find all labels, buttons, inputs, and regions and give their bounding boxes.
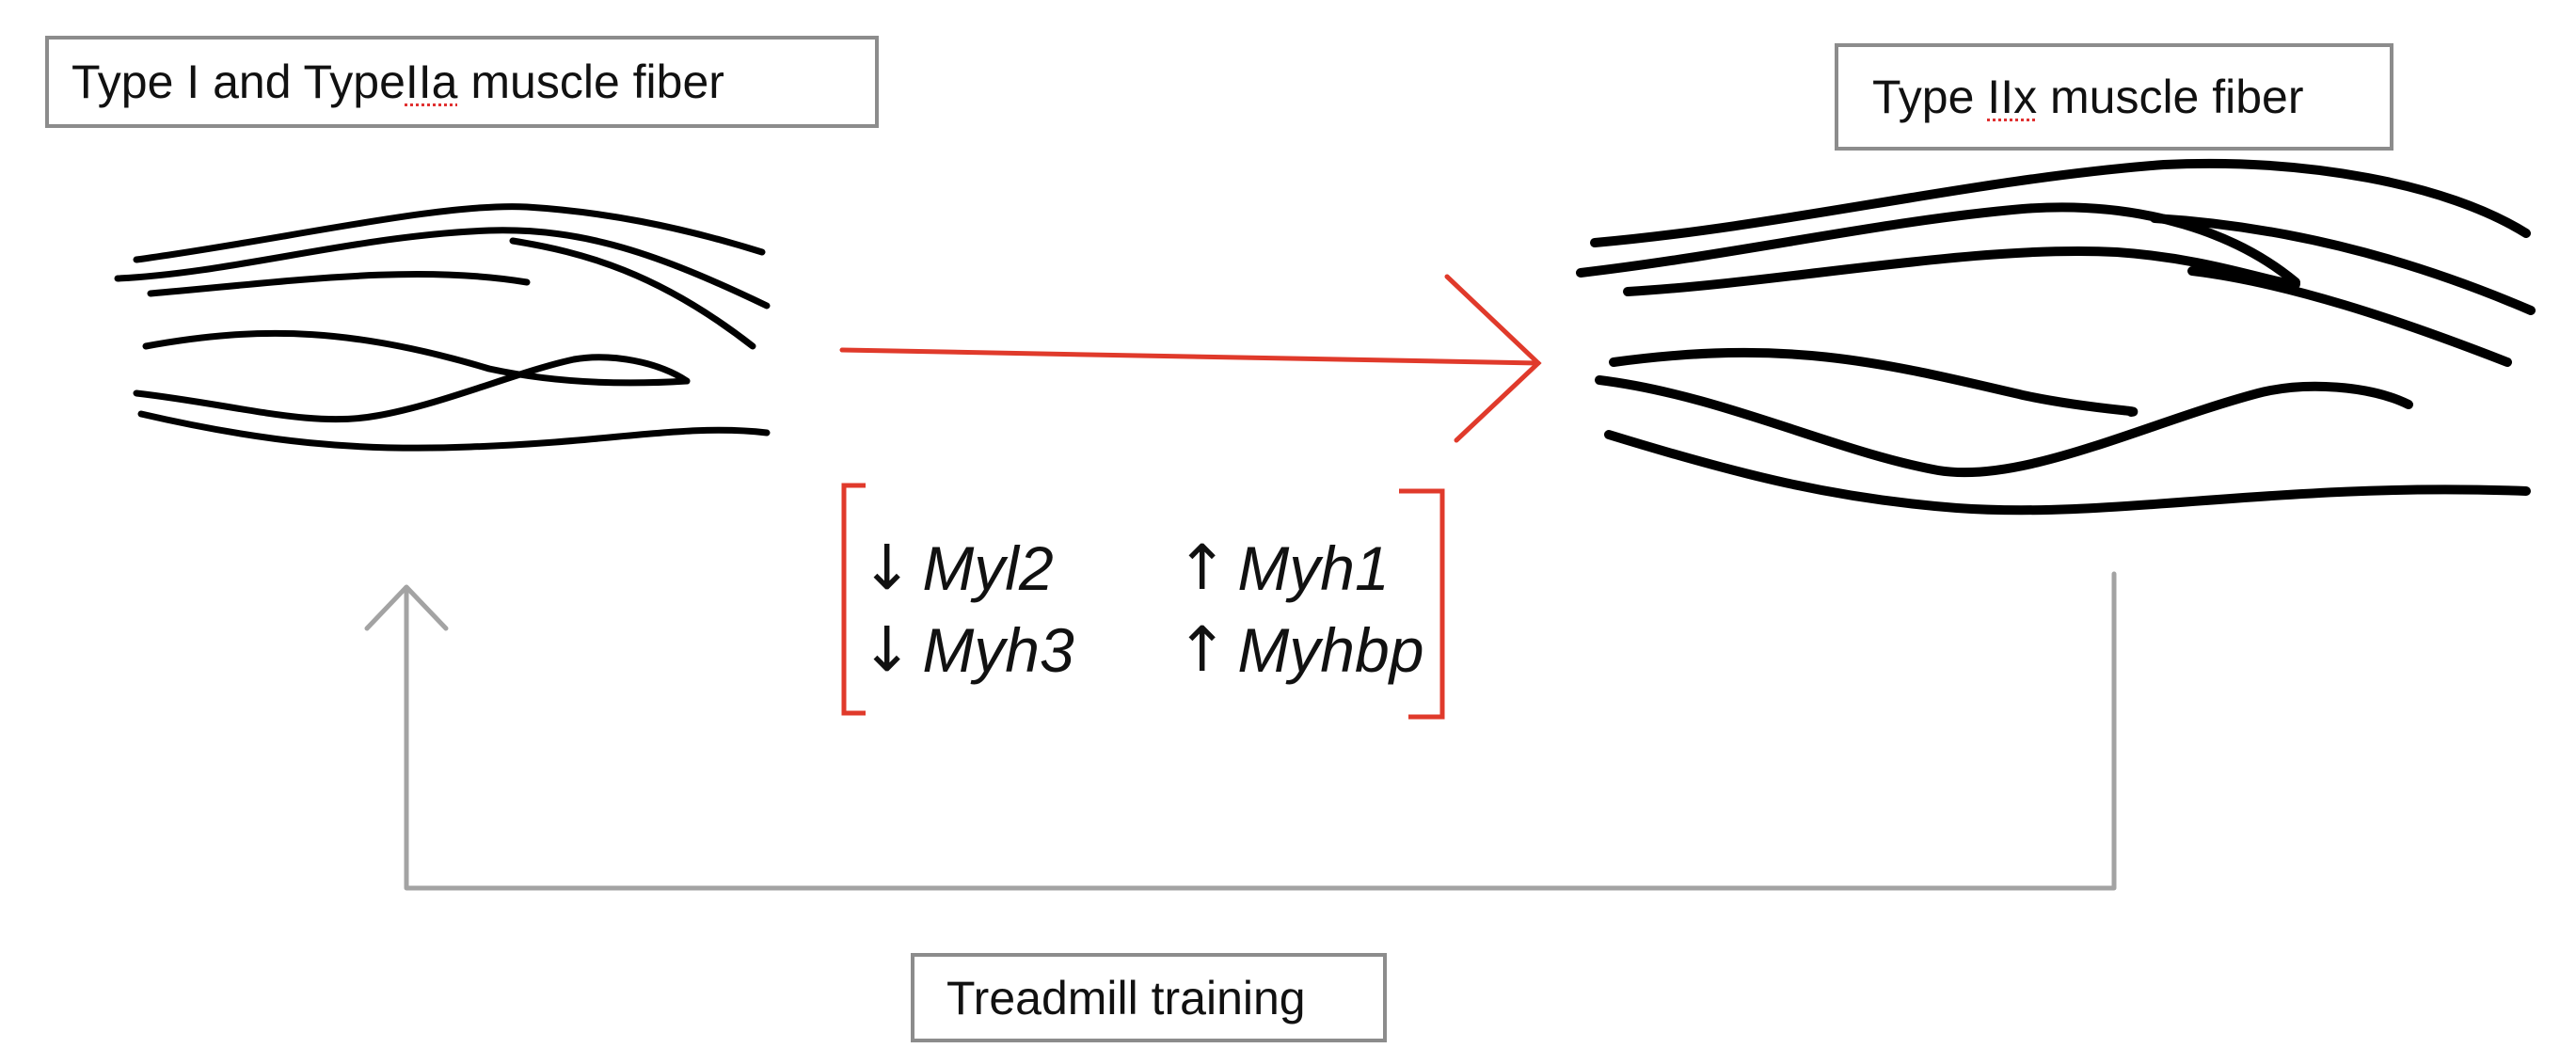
left-fiber-4 bbox=[509, 237, 756, 350]
left-muscle-fiber-bundle bbox=[114, 203, 771, 452]
gene-myh3: ↓Myh3 bbox=[861, 613, 1074, 686]
gene-myhbp: ↑Myhbp bbox=[1176, 613, 1423, 686]
left-title-suffix: muscle fiber bbox=[457, 56, 724, 108]
right-fiber-7 bbox=[1595, 375, 2413, 478]
left-title-flagged-word: IIa bbox=[405, 56, 458, 108]
right-fiber-1 bbox=[1590, 158, 2531, 247]
gene-name: Myh3 bbox=[922, 614, 1074, 685]
gene-name: Myl2 bbox=[922, 532, 1054, 603]
gene-name: Myh1 bbox=[1237, 532, 1390, 603]
left-fiber-3 bbox=[147, 271, 531, 297]
left-fiber-2 bbox=[114, 227, 771, 310]
right-fiber-8 bbox=[1604, 430, 2531, 516]
down-arrow-icon: ↓ bbox=[861, 613, 914, 686]
up-arrow-icon: ↑ bbox=[1176, 532, 1229, 604]
up-arrow-icon: ↑ bbox=[1176, 613, 1229, 686]
type-i-iia-label-box: Type I and Type IIa muscle fiber bbox=[45, 36, 879, 128]
left-fiber-6 bbox=[133, 354, 691, 423]
gene-myl2: ↓Myl2 bbox=[861, 532, 1054, 604]
right-title-flagged-word: IIx bbox=[1987, 71, 2038, 123]
up-arrow-icon bbox=[364, 571, 2117, 891]
right-title-prefix: Type bbox=[1872, 71, 1988, 123]
left-fiber-7 bbox=[137, 410, 771, 452]
right-fiber-6 bbox=[1609, 347, 2139, 417]
gene-change-bracket bbox=[841, 483, 1445, 720]
right-muscle-fiber-bundle bbox=[1576, 158, 2536, 516]
right-bracket bbox=[1399, 488, 1445, 720]
right-fiber-4 bbox=[2150, 214, 2536, 315]
right-arrow-icon bbox=[839, 274, 1542, 443]
left-bracket bbox=[841, 483, 866, 716]
treadmill-training-label-box: Treadmill training bbox=[911, 953, 1387, 1042]
left-fiber-1 bbox=[133, 203, 766, 263]
gene-myh1: ↑Myh1 bbox=[1176, 532, 1390, 604]
gene-name: Myhbp bbox=[1237, 614, 1424, 685]
type-iix-label-box: Type IIx muscle fiber bbox=[1835, 43, 2393, 151]
right-title-suffix: muscle fiber bbox=[2037, 71, 2304, 123]
right-fiber-2 bbox=[1576, 202, 2300, 287]
left-title-prefix: Type I and Type bbox=[72, 56, 405, 108]
down-arrow-icon: ↓ bbox=[861, 532, 914, 604]
training-label: Treadmill training bbox=[946, 971, 1306, 1024]
left-fiber-5 bbox=[142, 329, 691, 387]
right-fiber-3 bbox=[1623, 246, 2300, 296]
right-fiber-5 bbox=[2187, 266, 2512, 367]
